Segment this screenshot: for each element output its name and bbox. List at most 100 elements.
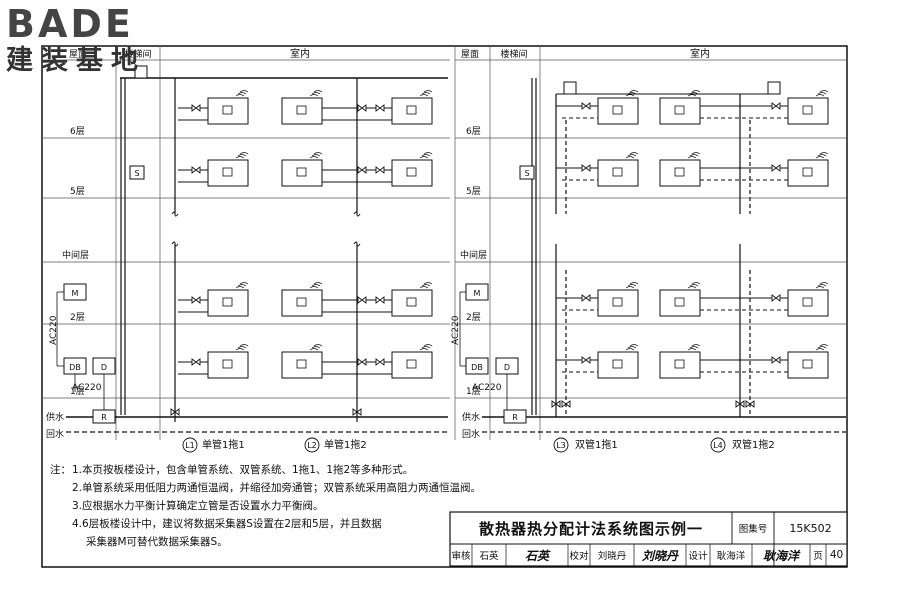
wireless-signal-icon [419, 286, 429, 289]
atlas-label: 图集号 [738, 524, 768, 535]
heat-allocator-icon [222, 359, 233, 369]
valve-icon [581, 356, 591, 364]
stair-label: 楼梯间 [124, 48, 151, 60]
wireless-signal-icon [309, 156, 319, 159]
notes-block: 注：1.本页按板楼设计，包含单管系统、双管系统、1拖1、1拖2等多种形式。 2.… [50, 461, 481, 551]
db-label: DB [69, 363, 81, 372]
wireless-signal-icon [313, 152, 323, 155]
valve-icon [357, 296, 367, 304]
heat-allocator-icon [674, 167, 685, 177]
wireless-signal-icon [817, 346, 827, 349]
floor-label: 1层 [466, 386, 481, 397]
wireless-signal-icon [817, 284, 827, 287]
wireless-signal-icon [687, 156, 697, 159]
wireless-signal-icon [423, 152, 433, 155]
heat-allocator-icon [802, 105, 813, 115]
valve-icon [357, 358, 367, 366]
system-name: 单管1拖1 [202, 438, 245, 451]
wireless-signal-icon [817, 154, 827, 157]
radiator [207, 282, 249, 317]
valve-icon [375, 104, 385, 112]
wireless-signal-icon [819, 282, 829, 285]
radiator [597, 344, 639, 379]
collector-s-label: S [524, 169, 529, 178]
note-line-2: 2.单管系统采用低阻力两通恒温阀，并缩径加旁通管；双管系统采用高阻力两通恒温阀。 [50, 479, 481, 497]
wireless-signal-icon [421, 154, 431, 157]
collector-top [563, 81, 577, 95]
system-code-circle [304, 437, 320, 453]
wireless-signal-icon [691, 344, 701, 347]
radiator [659, 90, 701, 125]
wireless-signal-icon [235, 156, 245, 159]
wireless-signal-icon [311, 92, 321, 95]
checker-name: 刘晓丹 [597, 551, 627, 562]
system-name: 双管1拖2 [732, 438, 775, 451]
wireless-signal-icon [421, 346, 431, 349]
valve-icon [771, 102, 781, 110]
wireless-signal-icon [819, 152, 829, 155]
collector-s-label: S [134, 169, 139, 178]
heat-allocator-icon [612, 297, 623, 307]
system-name: 单管1拖2 [324, 438, 367, 451]
valve-icon [745, 400, 755, 408]
wireless-signal-icon [419, 156, 429, 159]
radiator-body [659, 289, 701, 317]
floor-label: 5层 [70, 186, 85, 197]
stair-label: 楼梯间 [500, 48, 527, 60]
wireless-signal-icon [239, 344, 249, 347]
ac220-label: AC220 [72, 383, 102, 393]
wireless-signal-icon [815, 156, 825, 159]
valve-icon [771, 164, 781, 172]
wireless-signal-icon [629, 282, 639, 285]
ac220-vertical-label: AC220 [451, 315, 461, 345]
heat-allocator-icon [296, 297, 307, 307]
radiator [391, 282, 433, 317]
atlas-number: 15K502 [789, 521, 832, 535]
system-code-circle [182, 437, 198, 453]
ac220-label: AC220 [472, 383, 502, 393]
heat-allocator-icon [674, 359, 685, 369]
radiator [391, 344, 433, 379]
radiator [207, 344, 249, 379]
wireless-signal-icon [421, 284, 431, 287]
heat-allocator-icon [802, 167, 813, 177]
wireless-signal-icon [689, 346, 699, 349]
valve-icon [581, 164, 591, 172]
valve-icon [735, 400, 745, 408]
heat-allocator-icon [406, 359, 417, 369]
wireless-signal-icon [311, 346, 321, 349]
title-block-outline [449, 511, 848, 567]
radiator [787, 152, 829, 187]
wireless-signal-icon [239, 152, 249, 155]
wireless-signal-icon [687, 286, 697, 289]
wireless-signal-icon [237, 284, 247, 287]
valve-icon [375, 358, 385, 366]
wireless-signal-icon [309, 94, 319, 97]
heat-allocator-icon [674, 297, 685, 307]
indoor-label: 室内 [290, 47, 310, 60]
valve-icon [191, 296, 201, 304]
heat-allocator-icon [612, 359, 623, 369]
radiator-body [281, 97, 323, 125]
return-label: 回水 [46, 428, 64, 440]
reviewer-signature: 石英 [524, 548, 549, 563]
master-m-label: M [474, 289, 481, 298]
roof-label: 屋面 [69, 49, 87, 60]
valve-icon [191, 166, 201, 174]
heat-allocator-icon [406, 105, 417, 115]
wireless-signal-icon [689, 154, 699, 157]
wireless-signal-icon [819, 90, 829, 93]
floor-label: 中间层 [460, 249, 487, 261]
note-line-4: 4.6层板楼设计中，建议将数据采集器S设置在2层和5层，并且数据 [50, 515, 450, 533]
heat-allocator-icon [222, 297, 233, 307]
radiator [597, 282, 639, 317]
page-label: 页 [813, 551, 823, 562]
wireless-signal-icon [313, 90, 323, 93]
note-2: 2.单管系统采用低阻力两通恒温阀，并缩径加旁通管；双管系统采用高阻力两通恒温阀。 [72, 482, 482, 494]
valve-icon [581, 102, 591, 110]
pipe-break-icon [353, 211, 361, 217]
heat-allocator-icon [296, 167, 307, 177]
ac220-vertical-label: AC220 [49, 315, 59, 345]
